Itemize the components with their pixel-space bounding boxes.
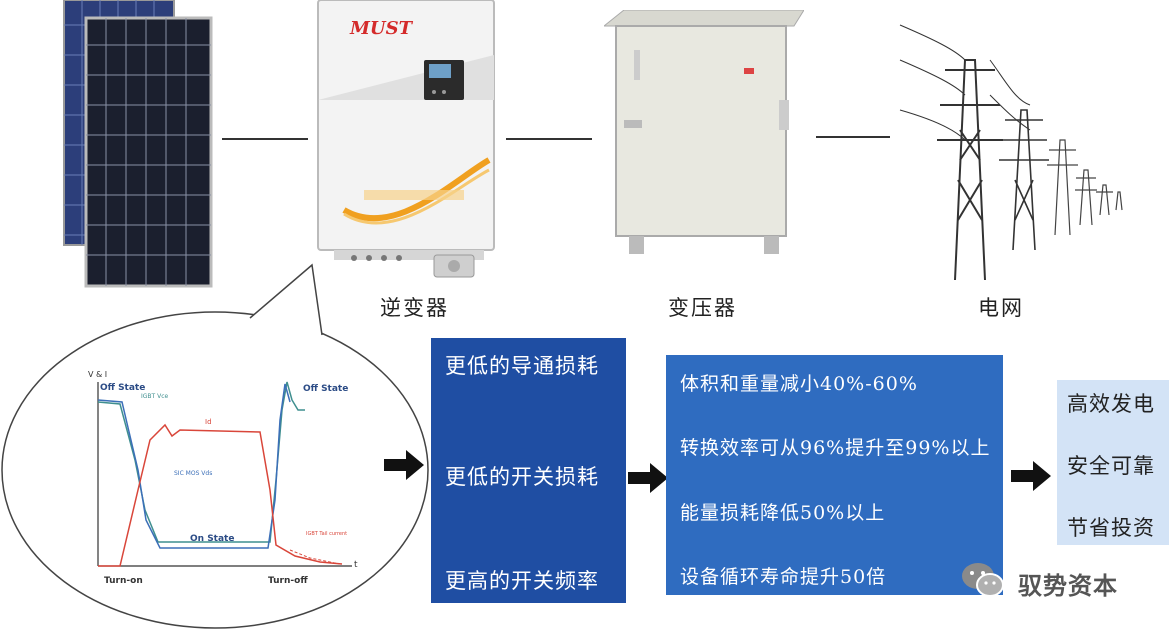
panel-switching-item: 更低的导通损耗	[445, 354, 599, 378]
panel-outcomes-item: 节省投资	[1067, 516, 1155, 540]
inverter-caption: 逆变器	[380, 296, 449, 320]
label-off-state-left: Off State	[100, 383, 146, 393]
switching-waveform-plot	[97, 381, 352, 567]
watermark-text: 驭势资本	[1018, 572, 1118, 600]
label-igbt-tail-current: IGBT Tail current	[306, 531, 348, 537]
panel-benefits: 体积和重量减小40%-60% 转换效率可从96%提升至99%以上 能量损耗降低5…	[666, 355, 1003, 595]
panel-outcomes: 高效发电 安全可靠 节省投资	[1057, 380, 1169, 545]
panel-benefits-item: 转换效率可从96%提升至99%以上	[680, 437, 991, 459]
connector-line-panel-inverter	[222, 138, 308, 140]
label-sic-mos-vds: SIC MOS Vds	[174, 470, 213, 477]
panel-benefits-item: 能量损耗降低50%以上	[680, 502, 886, 524]
panel-benefits-item: 设备循环寿命提升50倍	[680, 566, 887, 588]
label-turn-off: Turn-off	[268, 576, 308, 586]
inverter-illustration	[317, 0, 495, 278]
connector-line-transformer-grid	[816, 136, 890, 138]
label-id: Id	[205, 418, 212, 426]
panel-outcomes-item: 安全可靠	[1067, 454, 1155, 478]
waveform-y-axis-label: V & I	[88, 370, 108, 379]
transformer-illustration	[604, 10, 804, 254]
label-on-state: On State	[190, 534, 235, 544]
arrow-right-icon	[1011, 461, 1051, 491]
label-igbt-vce: IGBT Vce	[141, 393, 169, 400]
panel-switching-item: 更高的开关频率	[445, 569, 599, 593]
speech-bubble	[1, 263, 429, 629]
inverter-brand-logo: MUST	[350, 18, 413, 39]
panel-benefits-item: 体积和重量减小40%-60%	[680, 373, 918, 395]
label-off-state-right: Off State	[303, 384, 349, 394]
waveform-x-axis-label: t	[354, 560, 358, 570]
panel-switching-properties: 更低的导通损耗 更低的开关损耗 更高的开关频率	[431, 338, 626, 603]
label-turn-on: Turn-on	[104, 576, 143, 586]
arrow-right-icon	[384, 450, 424, 480]
transformer-caption: 变压器	[668, 296, 737, 320]
grid-caption: 电网	[978, 296, 1024, 320]
connector-line-inverter-transformer	[506, 138, 592, 140]
panel-outcomes-item: 高效发电	[1067, 392, 1155, 416]
power-tower-illustration	[899, 24, 1123, 281]
arrow-right-icon	[628, 463, 668, 493]
panel-switching-item: 更低的开关损耗	[445, 465, 599, 489]
wechat-icon	[962, 563, 1004, 597]
solar-panel-illustration	[63, 0, 213, 288]
